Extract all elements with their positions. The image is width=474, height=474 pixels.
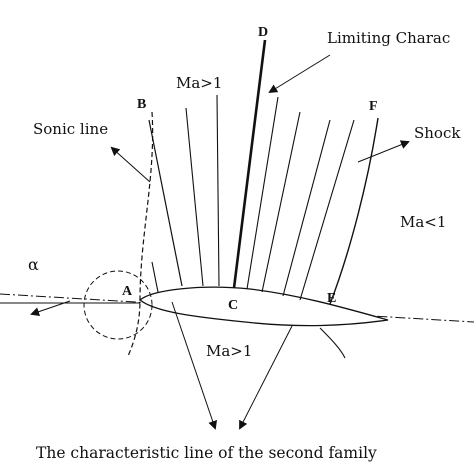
characteristic-line — [299, 119, 355, 301]
shock-label: Shock — [414, 124, 461, 142]
limiting-arrow — [268, 54, 331, 94]
point-d-label: D — [258, 25, 268, 40]
characteristic-line — [185, 107, 204, 287]
leading-edge-circle — [83, 270, 153, 340]
ma-lower-right-label: Ma<1 — [400, 213, 446, 231]
point-c-label: C — [228, 298, 238, 313]
characteristic-line — [261, 111, 301, 293]
sonic-line — [127, 111, 154, 357]
sonic-line-label: Sonic line — [33, 120, 108, 138]
characteristic-line — [151, 261, 159, 293]
alpha-label: α — [28, 255, 39, 274]
ma-lower-label: Ma>1 — [206, 342, 252, 360]
caption-text: The characteristic line of the second fa… — [36, 444, 377, 462]
shock-line — [329, 117, 379, 305]
characteristic-line-b — [148, 119, 183, 287]
inflow-arrow — [30, 300, 71, 316]
limiting-characteristic-d — [232, 39, 267, 289]
sonic-arrow — [110, 146, 151, 183]
second-family-line — [171, 301, 217, 430]
characteristic-line — [282, 119, 331, 297]
shock-arrow — [357, 140, 410, 163]
point-f-label: F — [369, 99, 378, 114]
characteristic-line — [216, 94, 220, 287]
second-family-line — [239, 325, 293, 430]
point-b-label: B — [137, 97, 146, 112]
shock-foot — [319, 327, 346, 359]
ma-upper-label: Ma>1 — [176, 74, 222, 92]
characteristic-line — [246, 96, 279, 290]
point-a-label: A — [122, 284, 133, 299]
limiting-characteristic-label: Limiting Charac — [327, 29, 450, 47]
point-e-label: E — [327, 291, 336, 306]
airfoil — [138, 286, 389, 327]
